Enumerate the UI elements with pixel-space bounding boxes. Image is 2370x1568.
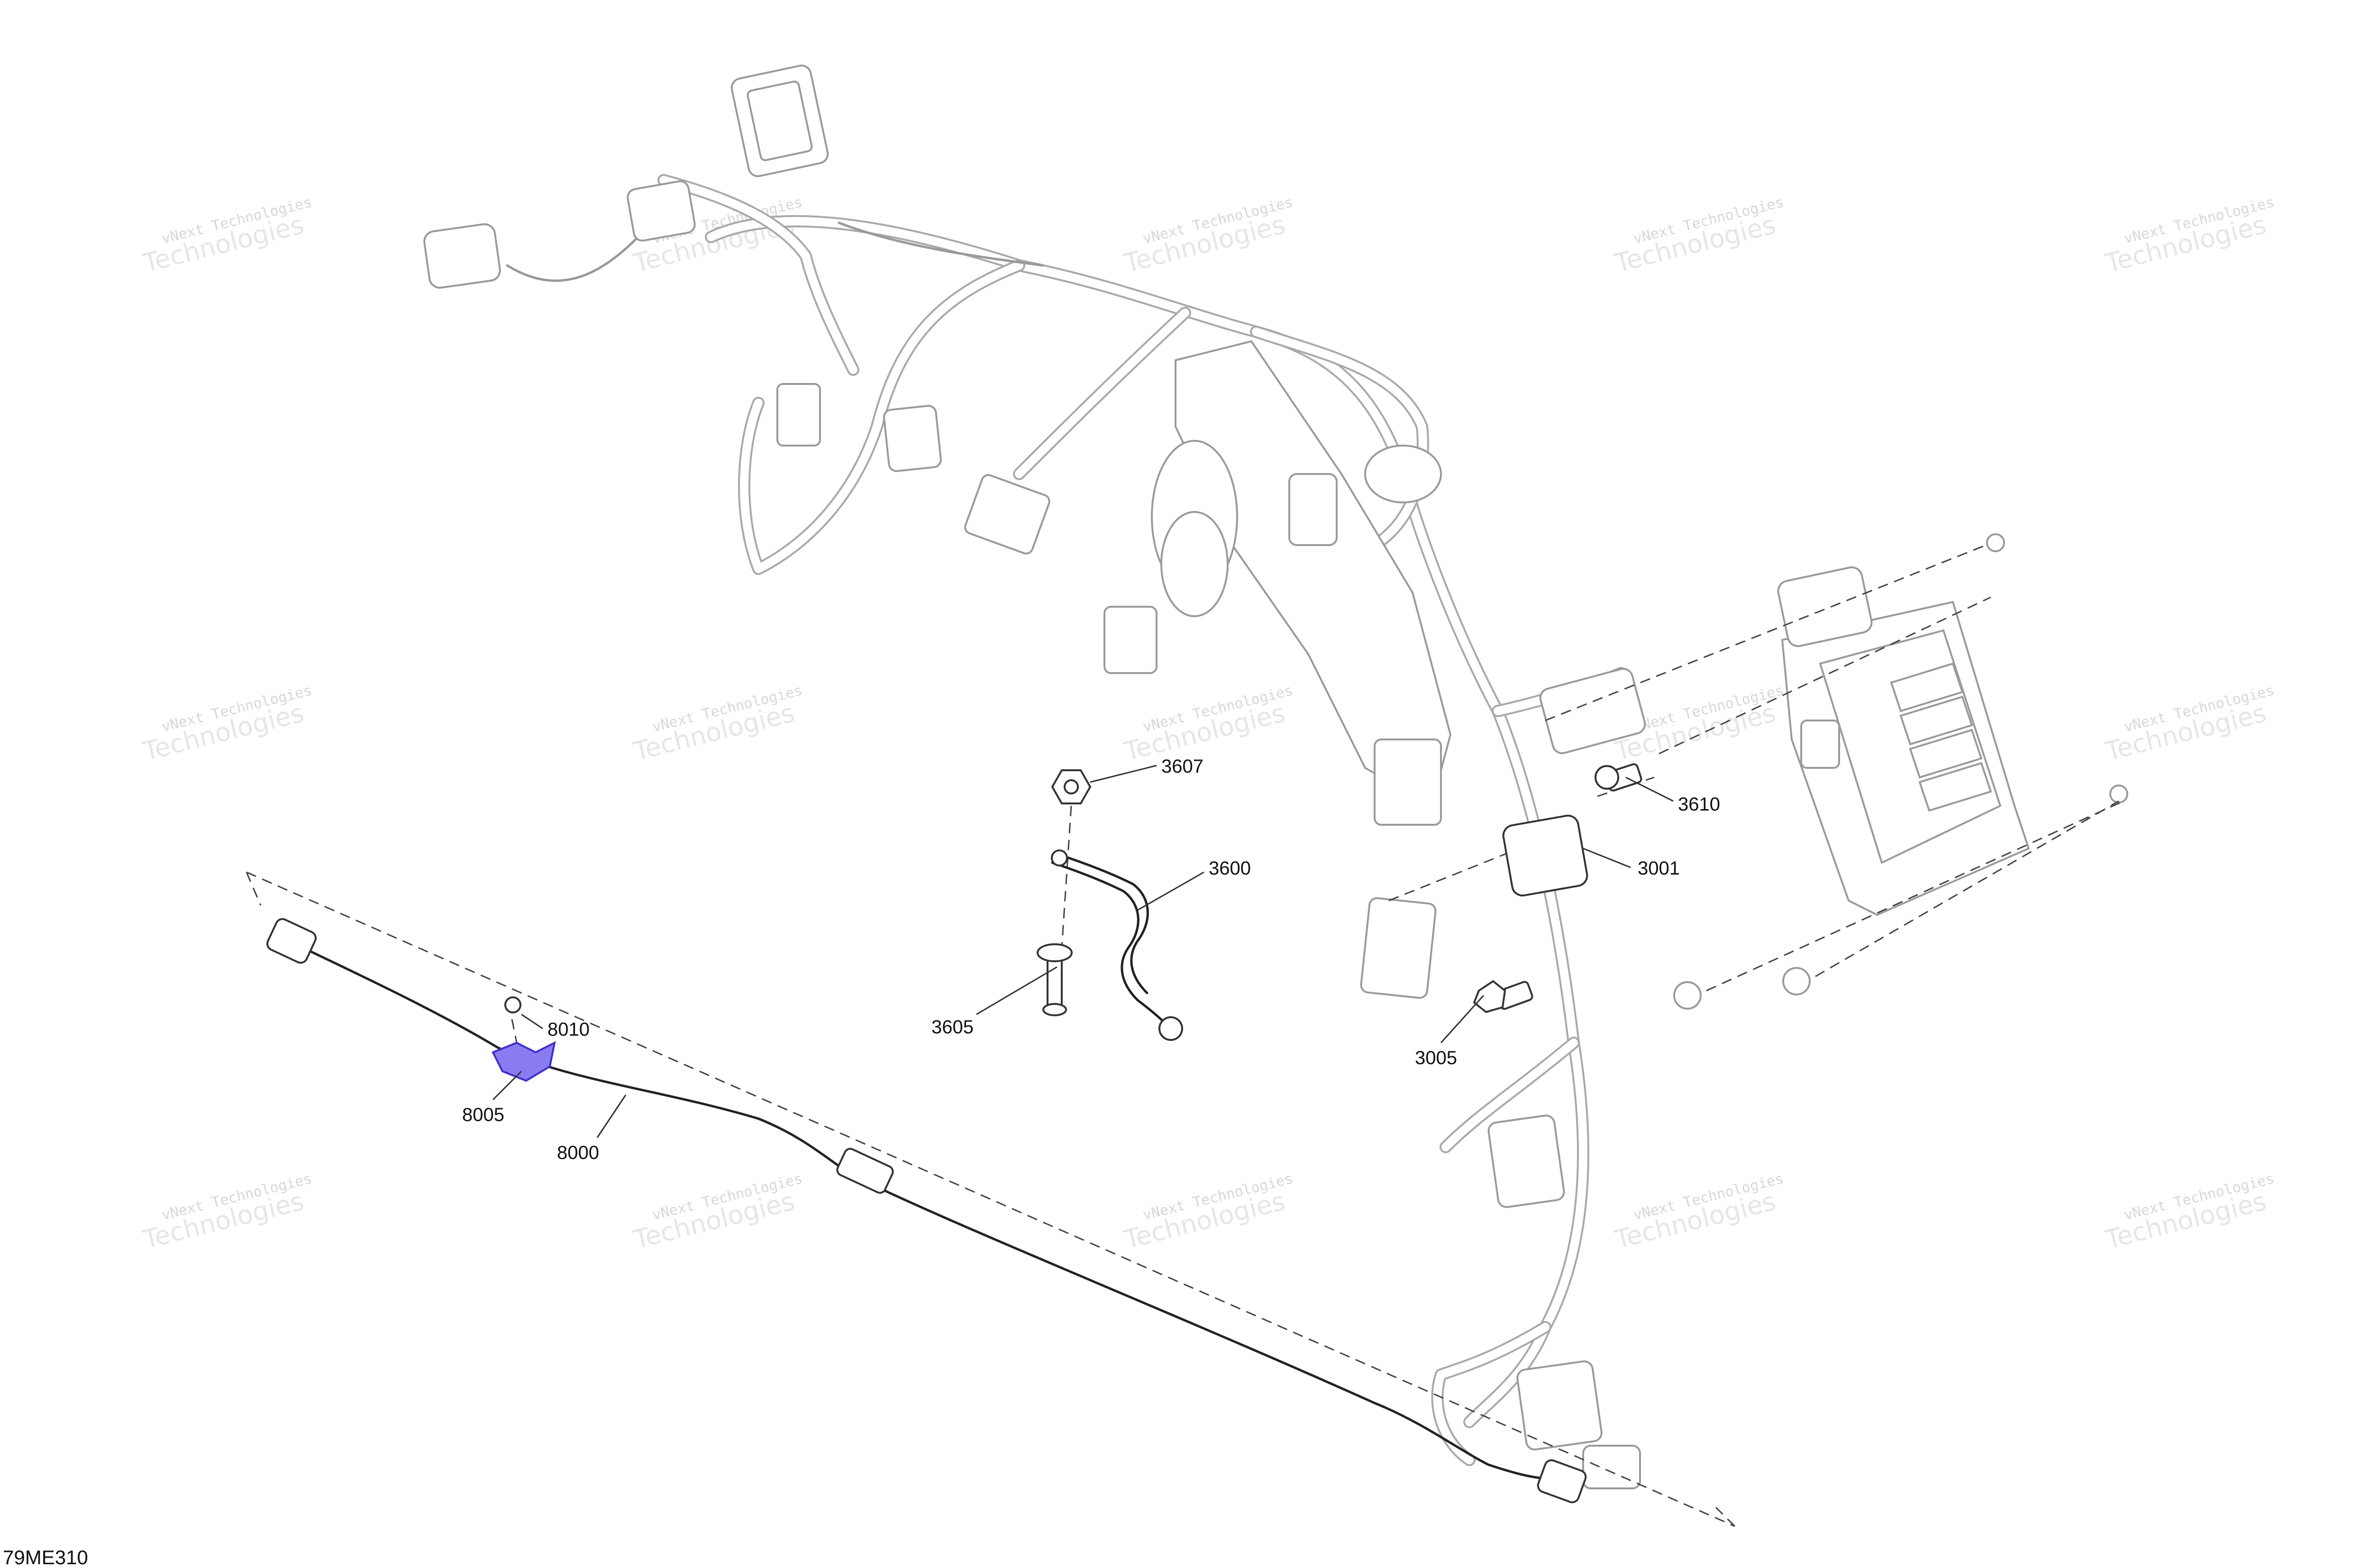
ecu-fins [1890,662,1992,812]
callout-3005: 3005 [1415,1048,1457,1068]
callout-labels: 3607 3600 3605 3610 3001 3005 8010 8005 … [462,756,1720,1163]
main-wiring-harness [423,64,2128,1489]
callout-3001: 3001 [1638,858,1680,879]
callout-8010: 8010 [547,1019,590,1040]
callout-3610: 3610 [1678,794,1720,815]
callout-3605: 3605 [931,1017,974,1038]
callout-8000: 8000 [557,1142,599,1163]
callout-3607: 3607 [1161,756,1203,777]
callout-3600: 3600 [1209,858,1251,879]
callout-leaders [492,765,1674,1138]
sensor-wire-8000 [266,918,1587,1504]
callout-8005: 8005 [462,1104,504,1125]
ground-strap-assembly [1037,763,1642,1041]
figure-id: 79ME310 [3,1546,88,1568]
highlighted-clip-8005 [492,1041,556,1082]
assembly-guide-lines [246,544,2124,1527]
